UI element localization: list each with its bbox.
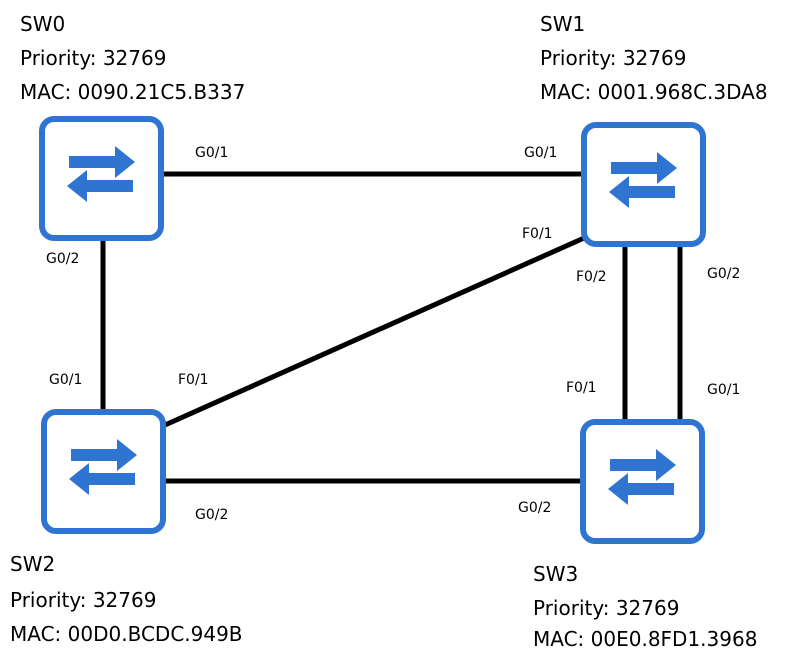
switch-priority: Priority: 32769	[540, 46, 687, 70]
port-label-sw3-g02: G0/2	[518, 500, 552, 516]
switch-name: SW3	[533, 562, 579, 586]
switch-mac: MAC: 00E0.8FD1.3968	[533, 627, 758, 651]
port-label-sw0-g02: G0/2	[46, 251, 80, 267]
port-label-sw1-f02: F0/2	[576, 269, 607, 285]
switch-mac: MAC: 00D0.BCDC.949B	[10, 622, 243, 646]
port-label-sw1-f01: F0/1	[522, 226, 553, 242]
port-label-sw2-g01: G0/1	[49, 372, 83, 388]
port-label-sw2-f01: F0/1	[178, 372, 209, 388]
switch-name: SW1	[540, 12, 586, 36]
switch-icon-sw1	[581, 122, 706, 247]
port-label-sw3-f01: F0/1	[566, 380, 597, 396]
switch-priority: Priority: 32769	[10, 588, 157, 612]
port-label-sw1-g02: G0/2	[707, 266, 741, 282]
port-label-sw2-g02: G0/2	[195, 507, 229, 523]
switch-name: SW0	[20, 12, 66, 36]
switch-priority: Priority: 32769	[533, 596, 680, 620]
switch-icon-sw2	[41, 409, 166, 534]
port-label-sw1-g01: G0/1	[524, 145, 558, 161]
switch-priority: Priority: 32769	[20, 46, 167, 70]
port-label-sw3-g01: G0/1	[707, 382, 741, 398]
switch-mac: MAC: 0090.21C5.B337	[20, 80, 246, 104]
port-label-sw0-g01: G0/1	[195, 145, 229, 161]
switch-icon-sw3	[580, 419, 705, 544]
link-sw1-sw2	[163, 235, 586, 428]
switch-mac: MAC: 0001.968C.3DA8	[540, 80, 768, 104]
switch-icon-sw0	[39, 116, 164, 241]
switch-name: SW2	[10, 552, 56, 576]
